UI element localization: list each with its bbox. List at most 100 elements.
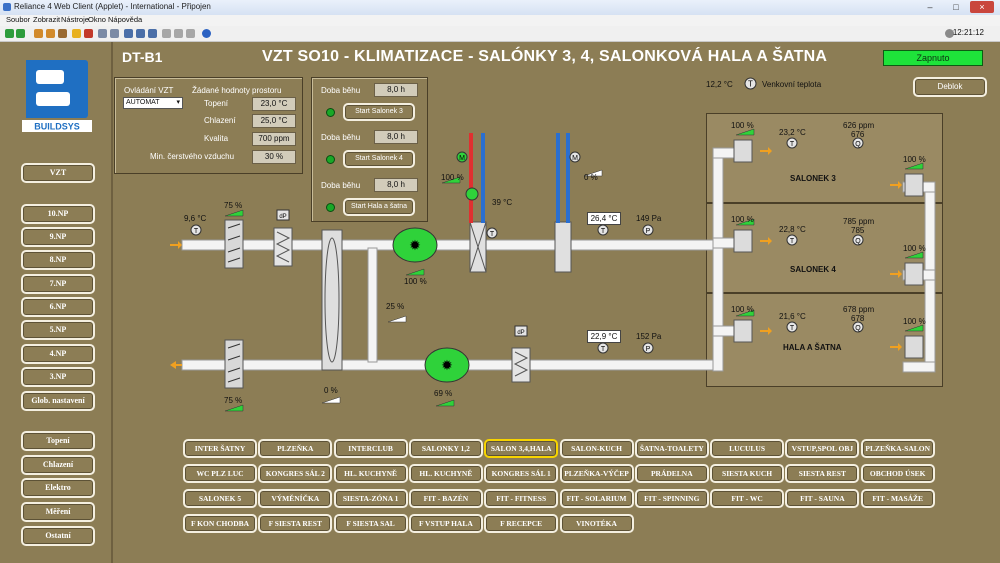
zone-button[interactable]: PLZEŇKA	[258, 439, 333, 458]
print-preview-icon[interactable]	[110, 29, 119, 38]
zone-button[interactable]: SALONEK 5	[183, 489, 257, 508]
runtime-panel	[311, 77, 428, 222]
ovladani-select[interactable]: AUTOMAT▾	[123, 97, 183, 109]
zone-button[interactable]: SALONKY 1,2	[408, 439, 483, 458]
start-hala-satna-button[interactable]: Start Hala a šatna	[343, 198, 415, 216]
nav-5np[interactable]: 5.NP	[21, 320, 95, 340]
logoff-icon[interactable]	[58, 29, 67, 38]
nav-ostatni[interactable]: Ostatní	[21, 526, 95, 546]
menu-zobrazit[interactable]: Zobrazit	[33, 15, 61, 24]
zone-button[interactable]: HL. KUCHYNĚ	[408, 464, 483, 483]
room4-exhaust-value: 100 %	[903, 244, 926, 253]
room4-name: SALONEK 4	[790, 265, 836, 274]
nav-chlazeni[interactable]: Chlazení	[21, 455, 95, 475]
zone-button[interactable]: F SIESTA REST	[258, 514, 333, 533]
zone-button[interactable]: INTERCLUB	[333, 439, 408, 458]
menu-okno[interactable]: Okno	[88, 15, 106, 24]
room3-supply-value: 100 %	[731, 121, 754, 130]
ovladani-label: Ovládání VZT	[124, 86, 174, 95]
nav-glob-nastaveni[interactable]: Glob. nastavení	[21, 391, 95, 411]
nav-6np[interactable]: 6.NP	[21, 297, 95, 317]
zone-button[interactable]: SIESTA-ZÓNA 1	[333, 489, 408, 508]
setpoint-chlazeni-value[interactable]: 25,0 °C	[252, 114, 296, 128]
window-icon[interactable]	[148, 29, 157, 38]
runtime-label-2: Doba běhu	[321, 133, 361, 142]
print-icon[interactable]	[98, 29, 107, 38]
zone-button[interactable]: SALON 3,4,HALA	[484, 439, 559, 458]
zone-button[interactable]: LUCULUS	[710, 439, 785, 458]
close-icon[interactable]: ×	[970, 1, 994, 13]
refresh-icon[interactable]	[72, 29, 81, 38]
zone-button[interactable]: VÝMĚNÍČKA	[258, 489, 333, 508]
trend-icon[interactable]	[136, 29, 145, 38]
nav-3np[interactable]: 3.NP	[21, 367, 95, 387]
nav-8np[interactable]: 8.NP	[21, 250, 95, 270]
nav-mereni[interactable]: Měření	[21, 502, 95, 522]
zone-button[interactable]: INTER ŠATNY	[183, 439, 257, 458]
zone-button[interactable]: KONGRES SÁL 1	[484, 464, 559, 483]
zone-button[interactable]: WC PLZ LUC	[183, 464, 257, 483]
setpoint-min-air-value[interactable]: 30 %	[252, 150, 296, 164]
supply-temp-value: 26,4 °C	[587, 212, 621, 225]
exhaust-fan-value: 69 %	[434, 389, 453, 398]
zone-button[interactable]: PLZEŇKA-SALON	[860, 439, 935, 458]
zone-button[interactable]: SALON-KUCH	[559, 439, 634, 458]
link-icon[interactable]	[174, 29, 183, 38]
room4-supply-value: 100 %	[731, 215, 754, 224]
zone-button[interactable]: FIT - BAZÉN	[408, 489, 483, 508]
help-icon[interactable]	[202, 29, 211, 38]
deblok-button[interactable]: Deblok	[913, 77, 987, 97]
menu-napoveda[interactable]: Nápověda	[108, 15, 143, 24]
exhaust-damper-icon	[224, 339, 244, 389]
nav-4np[interactable]: 4.NP	[21, 344, 95, 364]
nav-topeni[interactable]: Topení	[21, 431, 95, 451]
menu-nastroje[interactable]: Nástroje	[61, 15, 89, 24]
zone-button[interactable]: F KON CHODBA	[183, 514, 257, 533]
zone-button[interactable]: PLZEŇKA-VÝČEP	[559, 464, 634, 483]
zone-button[interactable]: F RECEPCE	[484, 514, 559, 533]
display-icon[interactable]	[124, 29, 133, 38]
nav-9np[interactable]: 9.NP	[21, 227, 95, 247]
svg-text:T: T	[601, 346, 606, 353]
zone-button[interactable]: F VSTUP HALA	[408, 514, 483, 533]
back-arrow-icon[interactable]	[5, 29, 14, 38]
zone-button[interactable]: KONGRES SÁL 2	[258, 464, 333, 483]
zone-button[interactable]: ŠATNA-TOALETY	[634, 439, 709, 458]
zone-button[interactable]: F SIESTA SAL	[333, 514, 408, 533]
setpoint-topeni-value[interactable]: 23,0 °C	[252, 97, 296, 111]
nav-elektro[interactable]: Elektro	[21, 478, 95, 498]
alarm-icon[interactable]	[84, 29, 93, 38]
zone-button[interactable]: SIESTA REST	[785, 464, 860, 483]
zone-button[interactable]: FIT - SOLARIUM	[559, 489, 634, 508]
users-icon[interactable]	[46, 29, 55, 38]
zone-button[interactable]: OBCHOD ÚSEK	[860, 464, 935, 483]
zone-button[interactable]: HL. KUCHYNĚ	[333, 464, 408, 483]
zone-button[interactable]: VINOTÉKA	[559, 514, 634, 533]
zone-button[interactable]: FIT - FITNESS	[484, 489, 559, 508]
zone-button[interactable]: FIT - WC	[710, 489, 785, 508]
zone-button[interactable]: SIESTA KUCH	[710, 464, 785, 483]
nav-7np[interactable]: 7.NP	[21, 274, 95, 294]
tool-icon[interactable]	[162, 29, 171, 38]
maximize-icon[interactable]: □	[953, 2, 959, 12]
svg-text:dP: dP	[279, 214, 286, 220]
zone-button[interactable]: FIT - MASÁŽE	[860, 489, 935, 508]
start-salonek-3-button[interactable]: Start Salonek 3	[343, 103, 415, 121]
user-icon[interactable]	[34, 29, 43, 38]
supply-pressure-value: 149 Pa	[636, 214, 662, 223]
nav-vzt[interactable]: VZT	[21, 163, 95, 183]
zone-button[interactable]: VSTUP,SPOL OBJ	[785, 439, 860, 458]
zone-button[interactable]: FIT - SAUNA	[785, 489, 860, 508]
exhaust-out-arrow-icon	[170, 361, 182, 369]
zone-button[interactable]: FIT - SPINNING	[634, 489, 709, 508]
nav-10np[interactable]: 10.NP	[21, 204, 95, 224]
minimize-icon[interactable]: –	[927, 2, 933, 12]
buildsys-logo: BUILDSYS	[22, 60, 92, 132]
settings-icon[interactable]	[186, 29, 195, 38]
zadane-label: Žádané hodnoty prostoru	[192, 86, 282, 95]
forward-arrow-icon[interactable]	[16, 29, 25, 38]
menu-soubor[interactable]: Soubor	[6, 15, 31, 24]
zone-button[interactable]: PRÁDELNA	[634, 464, 709, 483]
setpoint-kvalita-value[interactable]: 700 ppm	[252, 132, 296, 146]
start-salonek-4-button[interactable]: Start Salonek 4	[343, 150, 415, 168]
